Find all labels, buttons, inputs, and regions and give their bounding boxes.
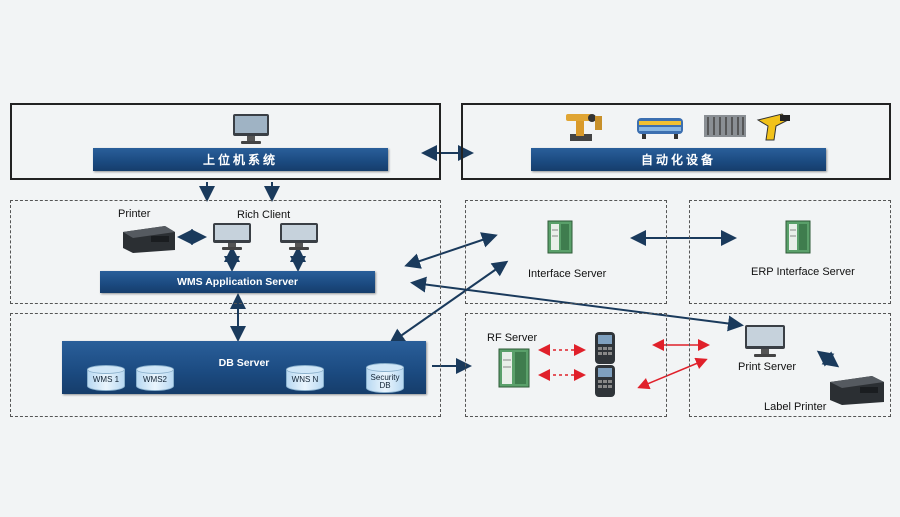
interface-server-label: Interface Server [528,268,607,280]
automation-equipment-bar: 自动化设备 [531,148,826,171]
erp-interface-server-label: ERP Interface Server [751,266,855,278]
print-server-label: Print Server [738,361,797,373]
automation-equipment-box [461,103,891,180]
print-area [689,313,891,417]
client-monitor-icon-1 [212,222,252,255]
erp-interface-server-area [689,200,891,304]
client-monitor-icon-2 [279,222,319,255]
database-security: Security DB [366,363,404,395]
label-printer-icon [828,372,886,411]
database-wns-n: WNS N [286,365,324,393]
upper-system-box [10,103,441,180]
rf-area [465,313,667,417]
rich-client-label: Rich Client [237,209,291,221]
wms-application-area [10,200,441,304]
server-tower-icon [547,220,573,259]
database-wms1: WMS 1 [87,365,125,393]
monitor-icon [232,113,270,150]
db-area [10,313,441,417]
wms-application-server-bar: WMS Application Server [100,271,375,293]
erp-server-tower-icon [785,220,811,259]
print-server-monitor-icon [744,324,786,363]
shelving-icon [704,115,746,142]
database-wms2: WMS2 [136,365,174,393]
rf-server-tower-icon [498,348,530,393]
label-printer-label: Label Printer [764,401,827,413]
interface-server-area [465,200,667,304]
printer-label: Printer [118,208,151,220]
conveyor-icon [636,112,684,145]
handheld-terminal-icon-1 [593,331,617,370]
db-server-label: DB Server [218,357,270,369]
upper-system-bar: 上位机系统 [93,148,388,171]
rf-server-label: RF Server [487,332,538,344]
handheld-terminal-icon-2 [593,364,617,403]
robot-arm-icon [562,110,604,147]
printer-icon [121,222,177,259]
barcode-scanner-icon [756,112,798,147]
